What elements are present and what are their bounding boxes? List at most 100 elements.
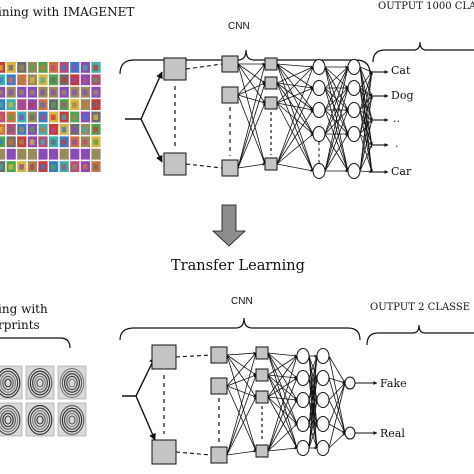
dense-neuron [312,163,326,179]
dense-neuron [316,440,330,456]
imagenet-thumbnail-detail [40,139,45,145]
transfer-learning-label: Transfer Learning [171,258,305,274]
imagenet-thumbnail-detail [8,89,14,96]
imagenet-thumbnail-detail [93,139,98,145]
conv-layer-2-box [221,159,239,177]
fingerprint-ridge [0,373,16,393]
top-class-dog: Dog [391,89,413,102]
fingerprint-ridge [2,375,14,391]
imagenet-thumbnail-detail [8,114,14,120]
dense-connection [276,66,314,165]
fingerprint-ridge [4,415,12,425]
imagenet-thumbnail-detail [0,151,3,158]
layer-connection [226,354,257,398]
imagenet-thumbnail-detail [19,139,24,145]
dense-connection [267,399,298,452]
imagenet-thumbnail-detail [40,164,45,170]
imagenet-thumbnail-detail [40,65,45,71]
output-connection [328,423,346,434]
imagenet-thumbnail-detail [0,139,3,145]
imagenet-thumbnail-detail [61,102,67,108]
imagenet-thumbnail-detail [61,164,67,170]
dense-connection [276,87,314,104]
conv-layer-1-box [163,57,187,81]
feature-map-link [175,354,212,358]
imagenet-thumbnail-detail [82,164,88,170]
imagenet-thumbnail-detail [29,89,35,96]
dense-neuron [312,59,326,75]
top-class-ellipsis-1: .. [393,112,400,125]
imagenet-thumbnail-detail [29,151,35,158]
imagenet-thumbnail-detail [61,139,67,145]
dense-connection [324,87,349,135]
dense-connection [308,377,319,449]
output-connection [359,87,373,146]
layer-connection [226,385,257,398]
dense-connection [267,396,298,449]
output-connection [328,432,346,449]
imagenet-thumbnail-detail [51,102,56,108]
dense-connection [267,446,298,452]
dense-neuron [316,370,330,386]
fingerprint-ridge [32,373,48,393]
imagenet-thumbnail-detail [40,151,45,158]
imagenet-thumbnail-detail [8,77,14,83]
layer-connection [226,449,257,456]
dense-connection [308,355,318,401]
feature-map-link [175,451,212,456]
fingerprint-ridge [29,370,51,396]
imagenet-thumbnail-detail [82,139,88,145]
dense-connection [276,66,314,104]
dense-connection [267,355,298,376]
top-output-brace [372,41,474,63]
imagenet-thumbnail-detail [0,102,3,108]
fingerprint-ridge [68,378,76,388]
dense-neuron [296,370,310,386]
imagenet-thumbnail-detail [8,65,14,71]
dense-connection [308,399,318,449]
imagenet-thumbnail-detail [0,77,3,83]
imagenet-thumbnail-detail [61,65,67,71]
output-connection [359,66,373,73]
bottom-class-real: Real [380,427,405,440]
imagenet-thumbnail-detail [19,89,24,96]
dense-connection [276,133,314,165]
output-connection [328,355,346,434]
top-cnn-label: CNN [228,21,250,32]
imagenet-thumbnail-detail [29,164,35,170]
imagenet-thumbnail-detail [51,77,56,83]
imagenet-thumbnail-detail [72,151,77,158]
dense-neuron [296,348,310,364]
imagenet-thumbnail-detail [82,102,88,108]
dense-neuron [316,348,330,364]
dense-neuron [347,102,361,118]
fingerprint-ridge [0,410,16,430]
output-connection [359,71,373,135]
fingerprint-ridge [32,410,48,430]
dense-connection [276,102,314,111]
top-cnn-network [163,55,389,179]
fingerprint-ridge [61,407,83,433]
bottom-input-fork-lower [135,395,156,441]
output-connection [359,133,373,146]
dense-connection [267,374,298,449]
output-connection [328,377,346,384]
imagenet-thumbnail-detail [82,77,88,83]
dense-connection [276,87,314,165]
imagenet-thumbnail-detail [93,114,98,120]
dense-connection [324,66,349,172]
imagenet-thumbnail-detail [40,89,45,96]
imagenet-thumbnail-detail [93,151,98,158]
conv-layer-3-box [264,157,278,171]
top-cnn-brace [119,49,371,75]
imagenet-thumbnail-detail [19,164,24,170]
fingerprint-ridge [61,370,83,396]
output-connection [359,119,373,172]
output-connection [328,382,346,449]
fingerprint-ridge [36,378,44,388]
dense-neuron [312,102,326,118]
conv-layer-3-box [264,76,278,90]
dense-connection [267,352,298,358]
imagenet-thumbnail-detail [72,139,77,145]
dense-connection [308,355,319,449]
